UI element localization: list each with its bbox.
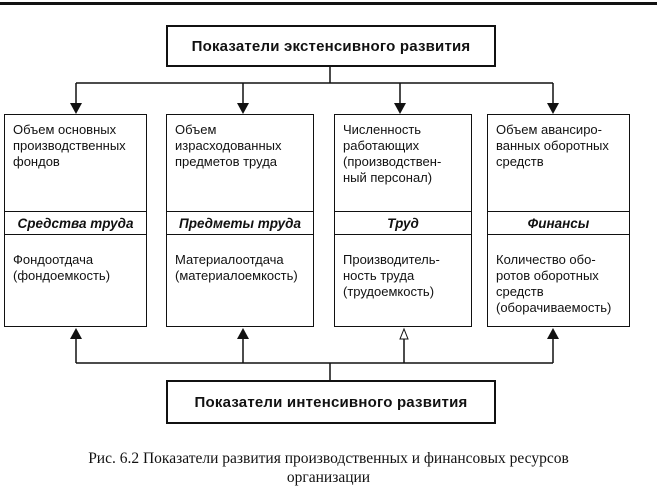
extensive-indicator: Численность работающих (производствен- н… [335, 115, 471, 211]
text-line: Материалоотдача [175, 252, 284, 267]
text-line: Объем авансиро- [496, 122, 602, 137]
text-line: средств [496, 284, 544, 299]
resource-column-4: Объем авансиро- ванных оборотных средств… [487, 114, 630, 327]
down-arrowhead-1 [70, 103, 82, 114]
text-line: предметов труда [175, 154, 278, 169]
text-line: (оборачиваемость) [496, 300, 612, 315]
caption-line-2: организации [286, 469, 371, 486]
intensive-header-box: Показатели интенсивного развития [166, 380, 496, 424]
up-arrowhead-2 [237, 328, 249, 339]
intensive-indicator: Материалоотдача (материалоемкость) [167, 235, 313, 326]
down-arrowhead-2 [237, 103, 249, 114]
resource-column-2: Объем израсходованных предметов труда Пр… [166, 114, 314, 327]
text-line: Объем [175, 122, 217, 137]
extensive-indicator: Объем основных производственных фондов [5, 115, 146, 211]
resource-category: Финансы [488, 211, 629, 235]
top-rule [0, 2, 657, 5]
text-line: работающих [343, 138, 420, 153]
text-line: Фондоотдача [13, 252, 94, 267]
resource-category: Труд [335, 211, 471, 235]
text-line: ный персонал) [343, 170, 433, 185]
figure-caption: Рис. 6.2 Показатели развития производств… [0, 449, 657, 487]
text-line: Численность [343, 122, 422, 137]
intensive-indicator: Количество обо- ротов оборотных средств … [488, 235, 629, 326]
caption-line-1: Рис. 6.2 Показатели развития производств… [88, 450, 569, 467]
resource-column-1: Объем основных производственных фондов С… [4, 114, 147, 327]
intensive-header-text: Показатели интенсивного развития [194, 393, 468, 411]
intensive-indicator: Производитель- ность труда (трудоемкость… [335, 235, 471, 326]
intensive-indicator: Фондоотдача (фондоемкость) [5, 235, 146, 326]
text-line: (трудоемкость) [343, 284, 435, 299]
text-line: (производствен- [343, 154, 442, 169]
text-line: Объем основных [13, 122, 117, 137]
up-arrowhead-3 [399, 327, 409, 340]
text-line: Производитель- [343, 252, 440, 267]
down-arrowhead-4 [547, 103, 559, 114]
text-line: ванных оборотных [496, 138, 609, 153]
down-arrowhead-3 [394, 103, 406, 114]
text-line: (материалоемкость) [175, 268, 298, 283]
text-line: израсходованных [175, 138, 282, 153]
extensive-indicator: Объем израсходованных предметов труда [167, 115, 313, 211]
up-arrowhead-1 [70, 328, 82, 339]
extensive-header-box: Показатели экстенсивного развития [166, 25, 496, 67]
text-line: ротов оборотных [496, 268, 599, 283]
up-arrowhead-4 [547, 328, 559, 339]
text-line: ность труда [343, 268, 415, 283]
extensive-header-text: Показатели экстенсивного развития [191, 37, 471, 55]
text-line: (фондоемкость) [13, 268, 111, 283]
extensive-indicator: Объем авансиро- ванных оборотных средств [488, 115, 629, 211]
resource-column-3: Численность работающих (производствен- н… [334, 114, 472, 327]
text-line: средств [496, 154, 544, 169]
text-line: фондов [13, 154, 60, 169]
resource-category: Предметы труда [167, 211, 313, 235]
text-line: Количество обо- [496, 252, 596, 267]
text-line: производственных [13, 138, 126, 153]
resource-category: Средства труда [5, 211, 146, 235]
